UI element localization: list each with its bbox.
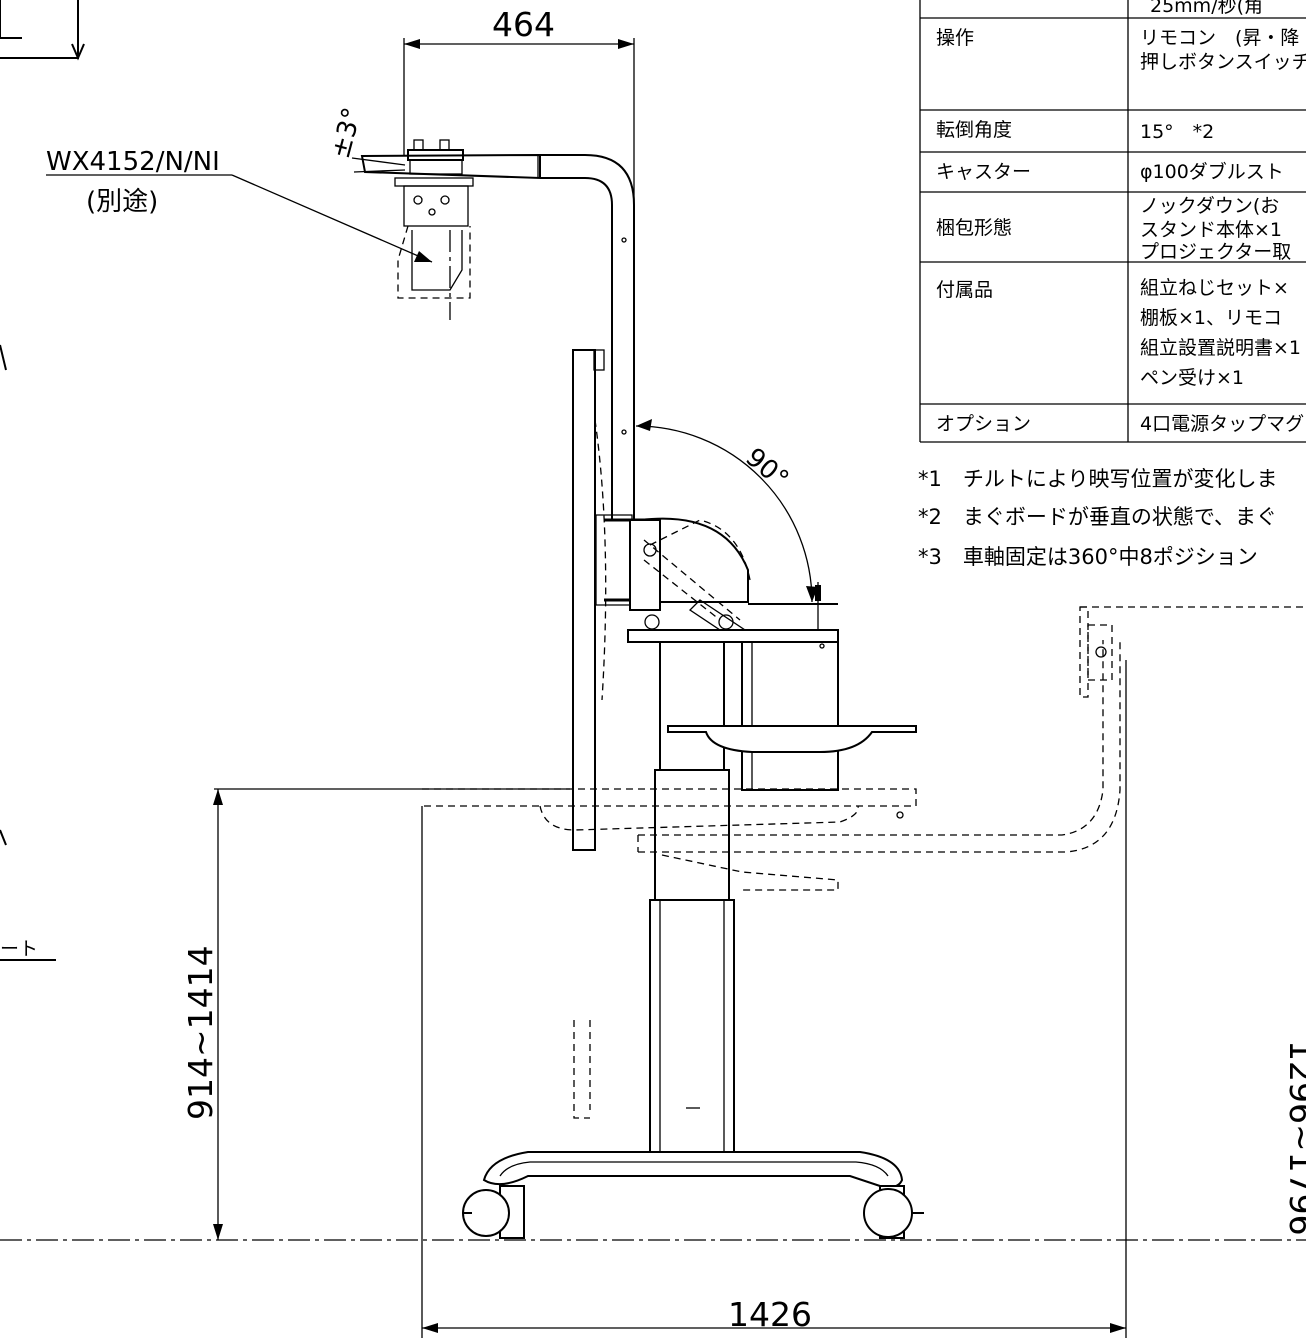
spec-table: 25mm/秒(角 操作 リモコン (昇・降 押しボタンスイッチ 転倒角度 15°… (919, 0, 1306, 443)
footnote: *2 まぐボードが垂直の状態で、まぐ (918, 505, 1277, 529)
table-row-value: φ100ダブルスト (1140, 160, 1284, 183)
table-top-value: 25mm/秒(角 (1150, 0, 1263, 17)
base-width-label: 1426 (728, 1295, 812, 1334)
right-height-label: 1296~1796 (1282, 1040, 1306, 1236)
projector-mount (394, 139, 474, 320)
table-row-value: 組立ねじセット× (1140, 277, 1289, 299)
projector-callout: WX4152/N/NI (別途) (46, 147, 433, 263)
table-row-value: ノックダウン(お (1140, 195, 1279, 217)
table-row-label: 梱包形態 (936, 217, 1012, 239)
callout-model: WX4152/N/NI (46, 147, 220, 177)
table-row-label: オプション (936, 413, 1031, 435)
table-row-value: ペン受け×1 (1140, 367, 1244, 389)
stand-column (649, 642, 917, 1153)
lowered-phantom (422, 606, 1306, 1119)
angle-label: 90° (740, 442, 795, 495)
top-width-label: 464 (492, 5, 555, 44)
table-row-value: 4口電源タップマグ (1140, 413, 1304, 435)
callout-note: (別途) (86, 187, 158, 217)
table-row-value: プロジェクター取 (1140, 241, 1291, 263)
stand-base (462, 1151, 924, 1239)
table-row-label: 付属品 (936, 279, 993, 301)
right-label-fragment: ート (0, 938, 38, 960)
projector-arm (360, 153, 635, 520)
footnote: *1 チルトにより映写位置が変化しま (918, 467, 1277, 491)
left-edge-fragment: ート (0, 0, 85, 961)
footnote: *3 車軸固定は360°中8ポジション (918, 545, 1258, 569)
table-row-label: 操作 (936, 27, 974, 49)
table-row-value: 組立設置説明書×1 (1140, 337, 1301, 359)
tilt-annotation: ±3° (326, 104, 406, 173)
table-row-value: 押しボタンスイッチ (1140, 51, 1306, 73)
base-width-dimension: 1426 (421, 660, 1127, 1338)
tilt-mechanism (627, 517, 839, 643)
table-row-label: 転倒角度 (936, 119, 1012, 141)
table-row-value: 棚板×1、リモコ (1140, 307, 1282, 329)
table-row-label: キャスター (936, 161, 1031, 183)
table-row-value: リモコン (昇・降 (1140, 27, 1299, 49)
height-range-label: 914~1414 (181, 945, 220, 1120)
tilt-label: ±3° (326, 104, 368, 161)
table-row-value: 15° *2 (1140, 121, 1214, 143)
top-width-dimension: 464 (403, 5, 635, 440)
height-dimension: 914~1414 (181, 788, 570, 1240)
footnotes: *1 チルトにより映写位置が変化しま *2 まぐボードが垂直の状態で、まぐ *3… (918, 467, 1277, 569)
table-row-value: スタンド本体×1 (1140, 219, 1282, 241)
